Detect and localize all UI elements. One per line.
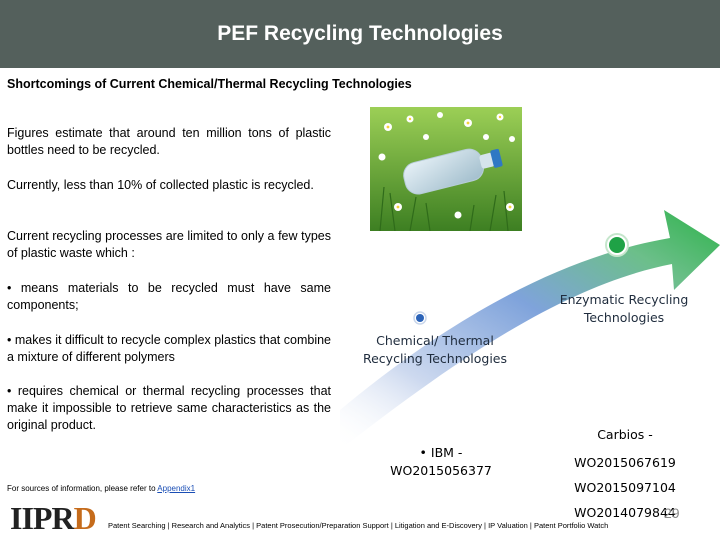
title-bar: PEF Recycling Technologies — [0, 0, 720, 68]
bullet-complex-plastics: • makes it difficult to recycle complex … — [7, 333, 331, 364]
paragraph-recycled-rate: Currently, less than 10% of collected pl… — [7, 178, 314, 192]
page-number: 29 — [664, 505, 680, 521]
chemical-line-2: Recycling Technologies — [362, 351, 508, 366]
enzymatic-recycling-label: Enzymatic Recycling Technologies — [545, 291, 703, 327]
chemical-line-1: Chemical/ Thermal — [376, 333, 494, 348]
logo-main-text: IIPR — [10, 500, 75, 536]
ibm-patent-number: WO2015056377 — [390, 463, 492, 478]
paragraph-bottles: Figures estimate that around ten million… — [7, 126, 331, 157]
carbios-patent-3: WO2014079844 — [574, 505, 676, 520]
appendix-link[interactable]: Appendix1 — [157, 484, 196, 493]
enzymatic-line-1: Enzymatic Recycling — [559, 292, 689, 307]
chemical-recycling-label: Chemical/ Thermal Recycling Technologies — [350, 332, 520, 368]
paragraph-limitations: Current recycling processes are limited … — [7, 229, 331, 260]
ibm-patent: • IBM - WO2015056377 — [366, 444, 516, 480]
ibm-title: • IBM - — [419, 445, 463, 460]
bullet-same-components: • means materials to be recycled must ha… — [7, 281, 331, 312]
iiprd-logo: IIPRD — [10, 500, 97, 537]
carbios-patents: Carbios - WO2015067619 WO2015097104 WO20… — [560, 423, 690, 525]
page-title: PEF Recycling Technologies — [217, 22, 503, 45]
carbios-patent-2: WO2015097104 — [574, 480, 676, 495]
section-subtitle: Shortcomings of Current Chemical/Thermal… — [7, 77, 412, 91]
enzymatic-line-2: Technologies — [583, 310, 665, 325]
sources-footnote: For sources of information, please refer… — [7, 484, 195, 493]
carbios-title: Carbios - — [597, 427, 653, 442]
services-bar: Patent Searching | Research and Analytic… — [108, 521, 609, 530]
progress-arrow — [340, 210, 720, 450]
footnote-text: For sources of information, please refer… — [7, 484, 158, 493]
bullet-chemical-processes: • requires chemical or thermal recycling… — [7, 384, 331, 432]
plastic-bottle-in-grass-image — [370, 107, 522, 231]
logo-accent-text: D — [73, 500, 97, 536]
carbios-patent-1: WO2015067619 — [574, 455, 676, 470]
